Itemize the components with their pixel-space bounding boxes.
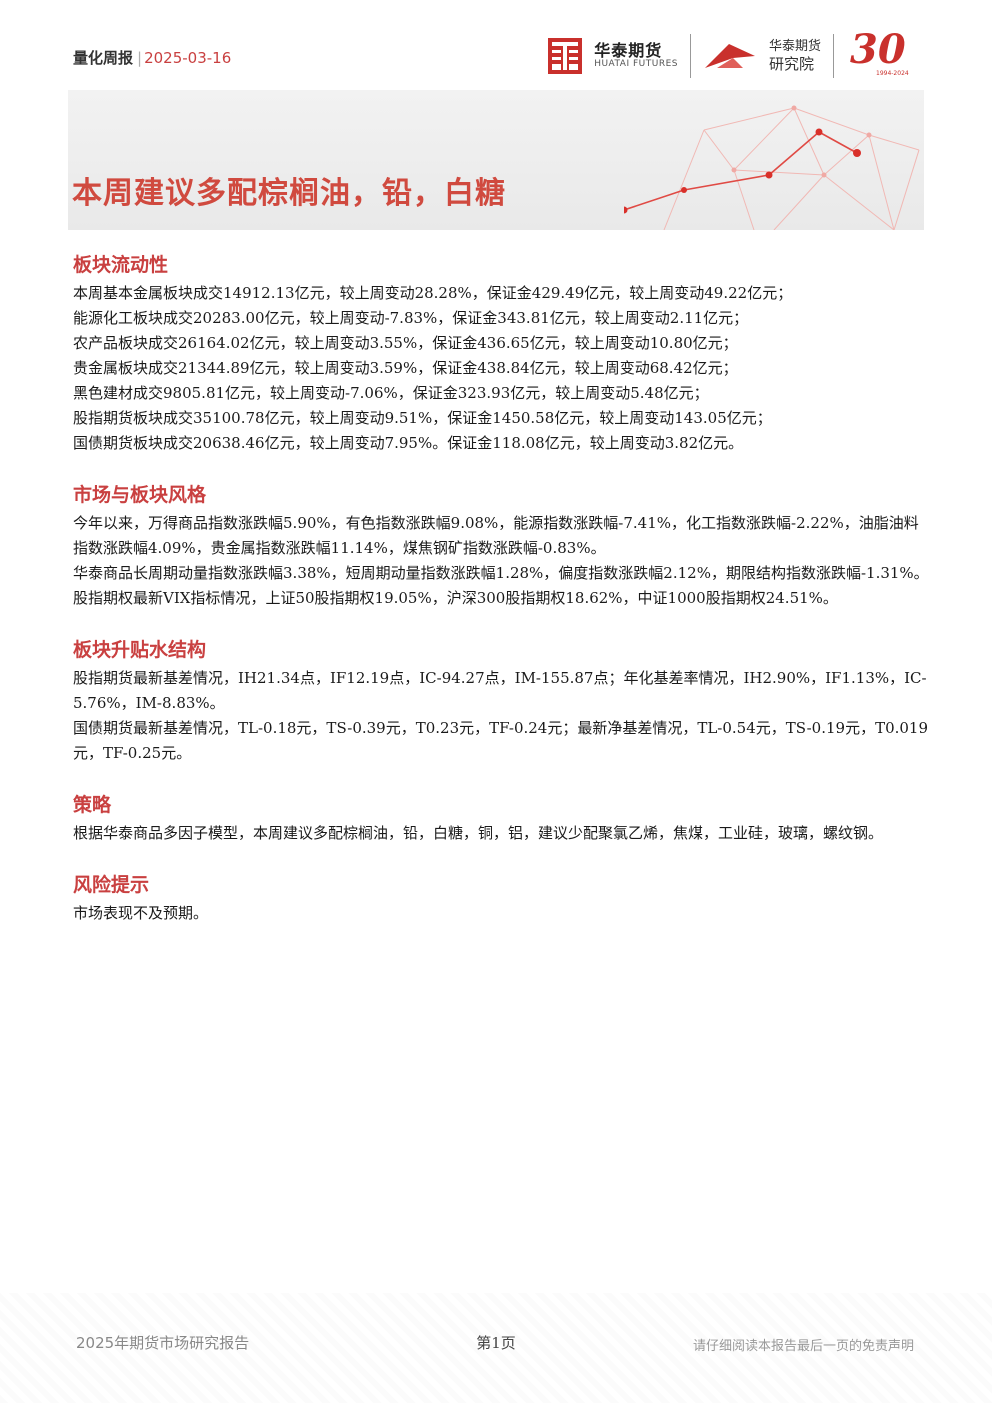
institute-logo-icon: [704, 44, 755, 68]
paragraph: 根据华泰商品多因子模型，本周建议多配棕榈油，铅，白糖，铜，铝，建议少配聚氯乙烯，…: [73, 824, 884, 842]
section-heading: 市场与板块风格: [73, 484, 207, 506]
page-title: 本周建议多配棕榈油，铅，白糖: [72, 176, 506, 211]
paragraph: 华泰商品长周期动量指数涨跌幅3.38%，短周期动量指数涨跌幅1.28%，偏度指数…: [73, 564, 929, 582]
logo-name-cn: 华泰期货: [594, 41, 663, 61]
report-body: 板块流动性 本周基本金属板块成交14912.13亿元，较上周变动28.28%，保…: [73, 252, 933, 952]
header-separator: |: [137, 49, 143, 67]
paragraph: 能源化工板块成交20283.00亿元，较上周变动-7.83%，保证金343.81…: [73, 309, 749, 327]
report-date: 2025-03-16: [144, 49, 232, 67]
section-heading: 板块升贴水结构: [73, 639, 207, 661]
anniversary-number: 30: [850, 26, 906, 73]
section-liquidity: 板块流动性 本周基本金属板块成交14912.13亿元，较上周变动28.28%，保…: [73, 252, 933, 456]
section-strategy: 策略 根据华泰商品多因子模型，本周建议多配棕榈油，铅，白糖，铜，铝，建议少配聚氯…: [73, 792, 933, 846]
logo-name-en: HUATAI FUTURES: [594, 58, 678, 69]
paragraph: 国债期货最新基差情况，TL-0.18元，TS-0.39元，T0.23元，TF-0…: [73, 719, 929, 762]
network-decoration-icon: [624, 105, 920, 230]
institute-line2: 研究院: [768, 54, 814, 73]
section-risk: 风险提示 市场表现不及预期。: [73, 872, 933, 926]
logo-divider-2: [833, 34, 834, 78]
page-number: 第1页: [476, 1334, 516, 1352]
title-banner: [68, 90, 924, 230]
paragraph: 股指期货板块成交35100.78亿元，较上周变动9.51%，保证金1450.58…: [73, 409, 772, 427]
paragraph: 黑色建材成交9805.81亿元，较上周变动-7.06%，保证金323.93亿元，…: [73, 384, 709, 402]
paragraph: 本周基本金属板块成交14912.13亿元，较上周变动28.28%，保证金429.…: [73, 284, 793, 302]
institute-text: 华泰期货 研究院: [769, 39, 821, 73]
section-heading: 风险提示: [73, 874, 150, 896]
huatai-logo-icon: [548, 38, 583, 74]
paragraph: 今年以来，万得商品指数涨跌幅5.90%，有色指数涨跌幅9.08%，能源指数涨跌幅…: [73, 514, 919, 557]
footer-disclaimer: 请仔细阅读本报告最后一页的免责声明: [692, 1339, 914, 1354]
logo-area: 华泰期货 HUATAI FUTURES 华泰期货 研究院 30 1994-202…: [548, 26, 920, 82]
paragraph: 市场表现不及预期。: [73, 904, 209, 922]
section-market-style: 市场与板块风格 今年以来，万得商品指数涨跌幅5.90%，有色指数涨跌幅9.08%…: [73, 482, 933, 611]
footer-watermark: [0, 1293, 992, 1403]
paragraph: 农产品板块成交26164.02亿元，较上周变动3.55%，保证金436.65亿元…: [73, 334, 738, 352]
institute-line1: 华泰期货: [768, 39, 821, 55]
anniversary-badge: 30 1994-2024: [846, 26, 920, 80]
footer-report-name: 2025年期货市场研究报告: [76, 1334, 250, 1352]
paragraph: 股指期权最新VIX指标情况，上证50股指期权19.05%，沪深300股指期权18…: [73, 589, 838, 607]
paragraph: 股指期货最新基差情况，IH21.34点，IF12.19点，IC-94.27点，I…: [73, 669, 927, 712]
paragraph: 贵金属板块成交21344.89亿元，较上周变动3.59%，保证金438.84亿元…: [73, 359, 738, 377]
section-heading: 板块流动性: [73, 254, 169, 276]
anniversary-years: 1994-2024: [876, 70, 909, 77]
report-header: 量化周报|2025-03-16: [73, 47, 231, 68]
section-basis-structure: 板块升贴水结构 股指期货最新基差情况，IH21.34点，IF12.19点，IC-…: [73, 637, 933, 766]
logo-divider: [689, 34, 691, 78]
paragraph: 国债期货板块成交20638.46亿元，较上周变动7.95%。保证金118.08亿…: [73, 434, 744, 452]
logo-text: 华泰期货 HUATAI FUTURES: [594, 42, 678, 69]
section-heading: 策略: [73, 794, 112, 816]
report-type: 量化周报: [73, 49, 134, 67]
